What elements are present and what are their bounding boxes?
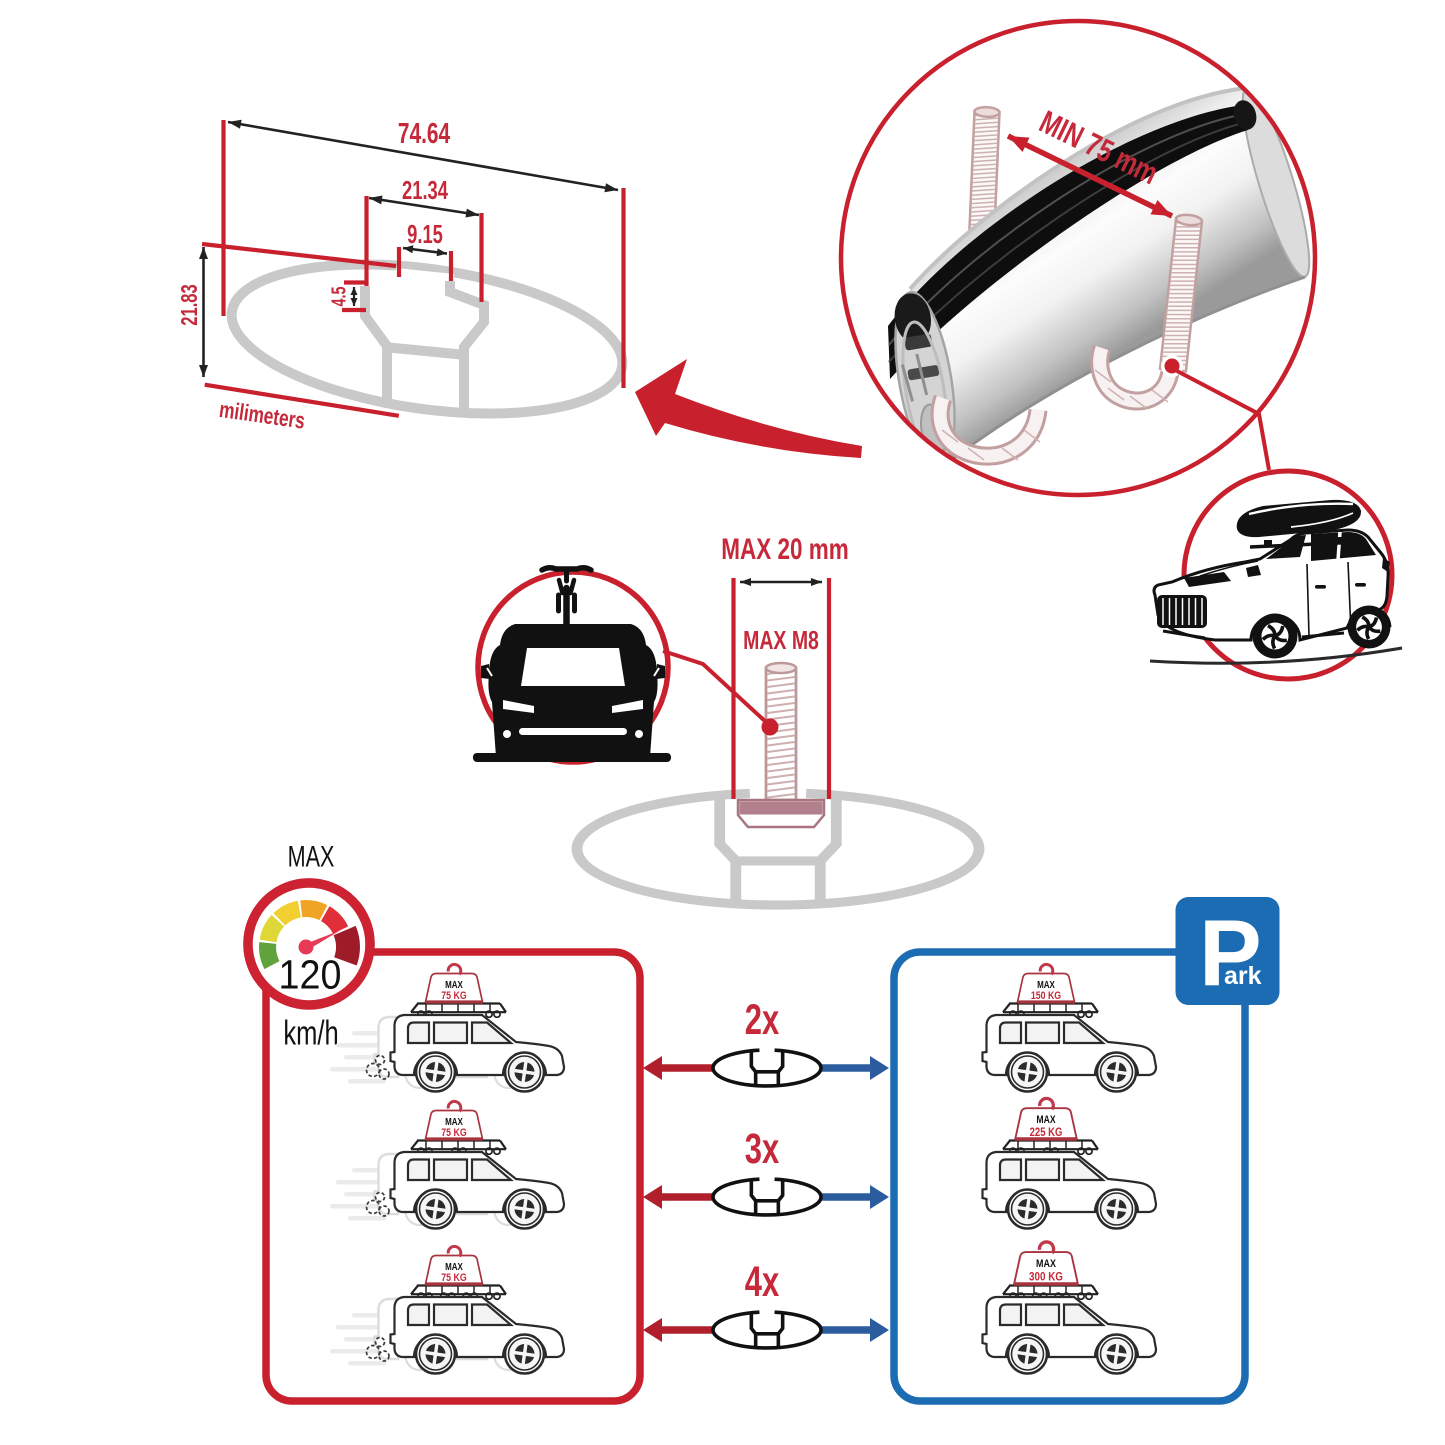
svg-text:MAX: MAX — [288, 839, 335, 873]
svg-text:225 KG: 225 KG — [1030, 1126, 1063, 1139]
svg-text:2x: 2x — [745, 995, 780, 1043]
svg-text:MAX: MAX — [445, 1116, 463, 1127]
svg-text:120: 120 — [279, 952, 342, 998]
svg-text:74.64: 74.64 — [398, 118, 450, 150]
svg-text:MAX: MAX — [445, 979, 463, 990]
svg-text:MAX: MAX — [1037, 979, 1055, 990]
svg-text:MAX: MAX — [445, 1261, 463, 1272]
svg-text:9.15: 9.15 — [407, 220, 443, 249]
svg-text:3x: 3x — [745, 1124, 780, 1172]
svg-text:P: P — [1199, 900, 1262, 1005]
svg-text:MAX: MAX — [1036, 1114, 1056, 1126]
svg-text:21.83: 21.83 — [177, 284, 202, 325]
svg-text:MAX: MAX — [1036, 1258, 1056, 1270]
svg-text:4.5: 4.5 — [327, 286, 350, 306]
svg-text:21.34: 21.34 — [402, 176, 448, 205]
svg-text:MAX 20 mm: MAX 20 mm — [721, 532, 848, 566]
svg-text:75 KG: 75 KG — [441, 990, 467, 1002]
svg-text:4x: 4x — [745, 1257, 780, 1305]
svg-text:ark: ark — [1224, 962, 1262, 990]
svg-text:75 KG: 75 KG — [441, 1127, 467, 1139]
svg-text:75 KG: 75 KG — [441, 1272, 467, 1284]
svg-text:km/h: km/h — [283, 1015, 338, 1052]
svg-text:MAX M8: MAX M8 — [743, 625, 819, 654]
svg-text:300 KG: 300 KG — [1029, 1271, 1063, 1284]
svg-text:150 KG: 150 KG — [1031, 990, 1062, 1002]
